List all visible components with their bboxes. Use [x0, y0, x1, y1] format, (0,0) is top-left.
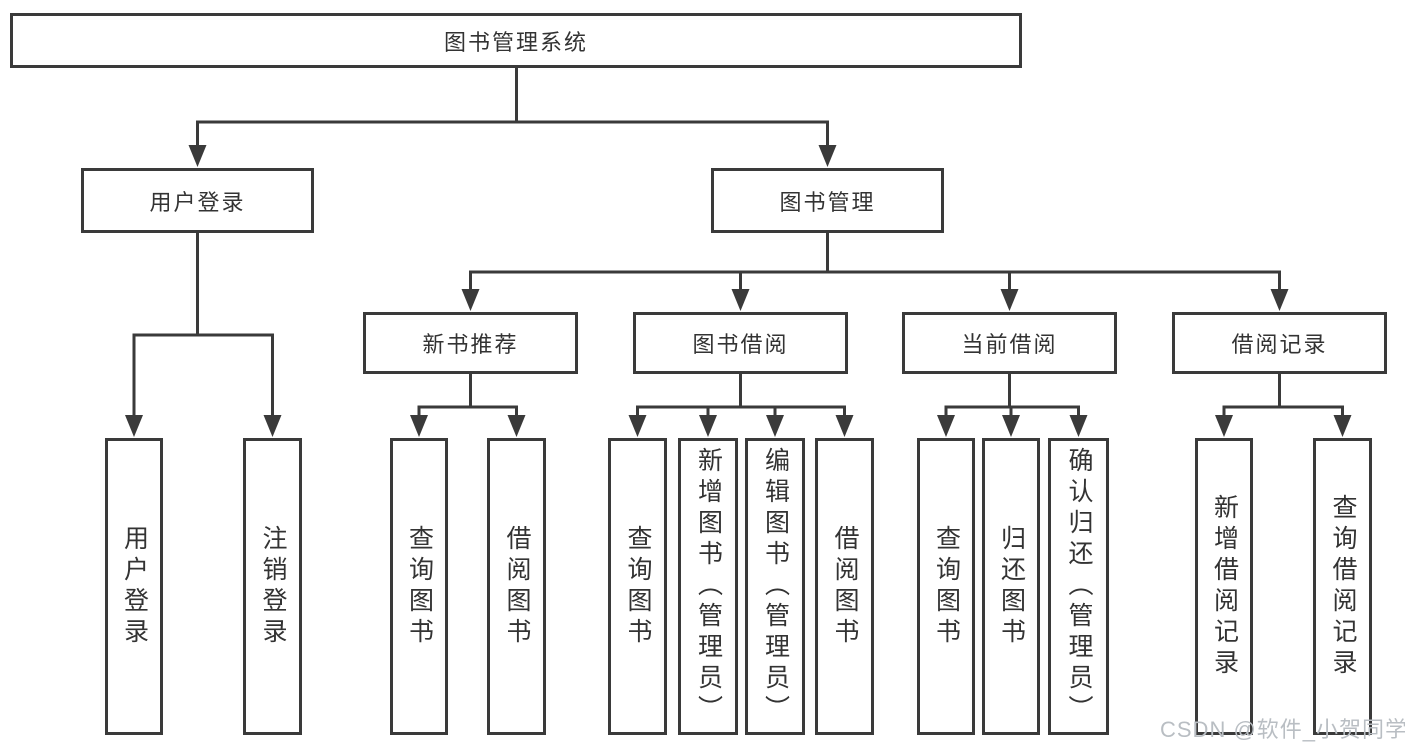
leaf-borrowing-edit-books-admin: 编辑图书（管理员）: [745, 438, 805, 735]
leaf-current-confirm-return-admin: 确认归还（管理员）: [1048, 438, 1109, 735]
arrowhead-icons: [125, 145, 1352, 437]
node-user-login: 用户登录: [81, 168, 314, 233]
leaf-current-return-books: 归还图书: [982, 438, 1040, 735]
node-new-book-recommendation: 新书推荐: [363, 312, 578, 374]
leaf-records-add-record: 新增借阅记录: [1195, 438, 1253, 735]
leaf-current-query-books: 查询图书: [917, 438, 975, 735]
leaf-newbooks-query-books: 查询图书: [390, 438, 448, 735]
node-library-management-system: 图书管理系统: [10, 13, 1022, 68]
leaf-logout: 注销登录: [243, 438, 302, 735]
leaf-borrowing-query-books: 查询图书: [608, 438, 667, 735]
leaf-borrowing-borrow-books: 借阅图书: [815, 438, 874, 735]
csdn-watermark: CSDN @软件_小贺同学: [1160, 717, 1405, 742]
leaf-user-login: 用户登录: [105, 438, 163, 735]
node-current-borrowing: 当前借阅: [902, 312, 1117, 374]
leaf-newbooks-borrow-books: 借阅图书: [487, 438, 546, 735]
leaf-borrowing-add-books-admin: 新增图书（管理员）: [678, 438, 738, 735]
leaf-records-query-record: 查询借阅记录: [1313, 438, 1372, 735]
node-borrowing-records: 借阅记录: [1172, 312, 1387, 374]
node-book-management: 图书管理: [711, 168, 944, 233]
tree-edges: [132, 68, 1344, 419]
node-book-borrowing: 图书借阅: [633, 312, 848, 374]
